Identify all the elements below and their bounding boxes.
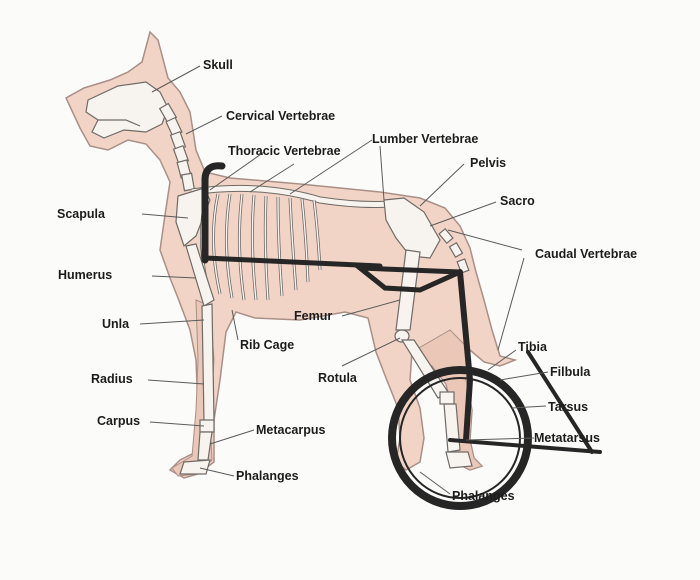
label-filbula: Filbula <box>550 365 591 379</box>
saddle-bracket <box>352 265 462 293</box>
label-caudal: Caudal Vertebrae <box>535 247 638 261</box>
label-thoracic: Thoracic Vertebrae <box>228 144 341 158</box>
label-femur: Femur <box>294 309 333 323</box>
label-cervical: Cervical Vertebrae <box>226 109 336 123</box>
label-phalanges-front: Phalanges <box>236 469 299 483</box>
radius-bone <box>201 303 215 423</box>
label-scapula: Scapula <box>57 207 105 221</box>
humerus-bone <box>185 243 215 307</box>
rear-phalanges-bones <box>445 451 473 469</box>
label-tibia: Tibia <box>518 340 547 354</box>
label-sacro: Sacro <box>500 194 535 208</box>
cervical-vertebrae-bones <box>158 102 196 192</box>
label-metacarpus: Metacarpus <box>256 423 326 437</box>
front-phalanges-bones <box>179 459 211 475</box>
label-phalanges-rear: Phalanges <box>452 489 515 503</box>
side-bar <box>202 255 383 269</box>
spine-fill <box>191 185 391 207</box>
vertical-strut <box>457 269 474 443</box>
label-radius: Radius <box>91 372 133 386</box>
label-metatarsus: Metatarsus <box>534 431 600 445</box>
label-lumber: Lumber Vertebrae <box>372 132 479 146</box>
label-unla: Unla <box>102 317 130 331</box>
front-harness-loop <box>201 162 226 264</box>
label-rotula: Rotula <box>318 371 357 385</box>
pelvis-bone <box>383 197 441 259</box>
jaw-line <box>98 119 141 127</box>
label-tarsus: Tarsus <box>548 400 589 414</box>
tarsus-bone <box>439 391 455 405</box>
leader-lines <box>139 65 549 495</box>
label-humerus: Humerus <box>58 268 113 282</box>
label-pelvis: Pelvis <box>470 156 507 170</box>
label-skull: Skull <box>203 58 233 72</box>
label-carpus: Carpus <box>97 414 141 428</box>
stabilizer-bar <box>526 350 594 454</box>
label-ribcage: Rib Cage <box>240 338 295 352</box>
